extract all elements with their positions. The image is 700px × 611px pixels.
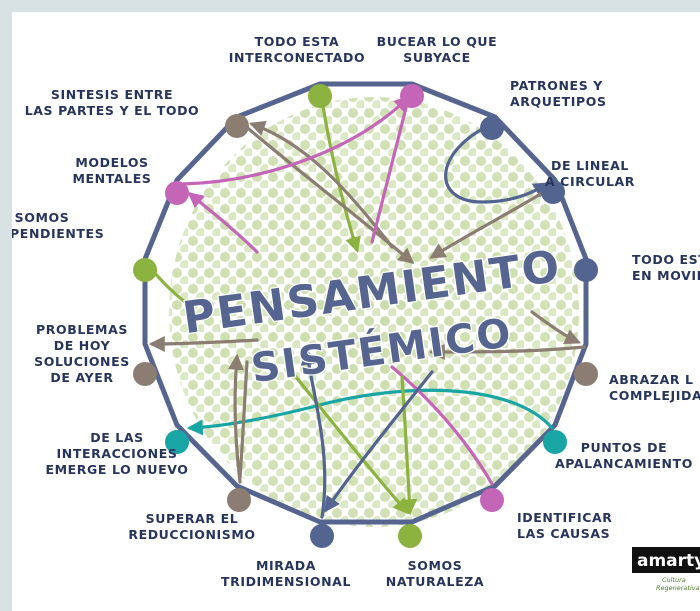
- arrow-lineal-loop: [444, 122, 550, 204]
- label-line: REDUCCIONISMO: [128, 527, 255, 542]
- node-identificar-las-causas: [480, 488, 504, 512]
- label-line: SOLUCIONES: [34, 354, 130, 369]
- dotted-background: [169, 97, 579, 527]
- arrow-center-to-reduccionismo: [238, 360, 249, 480]
- label-line: SOMOS: [15, 210, 70, 225]
- label-line: SINTESIS ENTRE: [51, 87, 173, 102]
- label-line: BUCEAR LO QUE: [377, 34, 498, 49]
- arrow-lineal-to-center: [429, 185, 554, 259]
- arrow-center-to-sintesis: [248, 120, 394, 249]
- label-line: MENTALES: [73, 171, 152, 186]
- node-modelos-mentales: [165, 181, 189, 205]
- connection-arrows: [145, 86, 586, 519]
- node-bucear-lo-que-subyace: [400, 84, 424, 108]
- label-line: ARQUETIPOS: [510, 94, 607, 109]
- label-line: RDEPENDIENTES: [12, 226, 104, 241]
- node-de-las-interacciones: [165, 430, 189, 454]
- arrow-bucear-to-center: [370, 90, 412, 244]
- label-line: DE LAS: [90, 430, 144, 445]
- sixteen-sided-polygon: [142, 81, 589, 525]
- label-line: TRIDIMENSIONAL: [221, 574, 351, 589]
- node-superar-el-reduccionismo: [227, 488, 251, 512]
- node-de-lineal-a-circular: [541, 180, 565, 204]
- label-line: DE LINEAL: [551, 158, 629, 173]
- node-problemas-de-hoy: [133, 362, 157, 386]
- node-todo-esta-en-movimiento: [574, 258, 598, 282]
- label-line: LAS PARTES Y EL TODO: [25, 103, 200, 118]
- arrow-interconectado-to-center: [318, 86, 361, 254]
- node-patrones-y-arquetipos: [480, 116, 504, 140]
- label-line: IDENTIFICAR: [517, 510, 612, 525]
- arrow-center-to-problemas: [148, 335, 259, 352]
- arrow-center-to-complejidad: [530, 310, 581, 344]
- node-todo-esta-interconectado: [308, 84, 332, 108]
- logo-text: amarty: [637, 551, 700, 571]
- node-mirada-tridimensional: [310, 524, 334, 548]
- label-line: EMERGE LO NUEVO: [45, 462, 188, 477]
- label-line: INTERCONECTADO: [229, 50, 365, 65]
- arrow-center-to-modelos: [187, 191, 259, 254]
- label-line: LAS CAUSAS: [517, 526, 610, 541]
- logo-sub-1: Cultura: [662, 576, 686, 584]
- arrow-modelos-to-bucear: [180, 95, 411, 186]
- logo-sub-2: Regenerativa: [656, 584, 700, 592]
- node-somos-naturaleza: [398, 524, 422, 548]
- label-line: NATURALEZA: [386, 574, 484, 589]
- label-line: DE AYER: [50, 370, 113, 385]
- label-line: SUBYACE: [403, 50, 470, 65]
- label-line: DE HOY: [54, 338, 111, 353]
- arrow-center-to-naturaleza: [290, 370, 410, 515]
- label-line: ABRAZAR L: [609, 372, 694, 387]
- arrow-reduccionismo-to-center: [227, 353, 244, 484]
- nodes: [133, 84, 598, 548]
- label-line: A CIRCULAR: [545, 174, 635, 189]
- logo-background: [632, 547, 700, 573]
- label-line: EN MOVIMIE: [632, 268, 700, 283]
- label-line: SUPERAR EL: [146, 511, 239, 526]
- label-line: MIRADA: [256, 558, 316, 573]
- arrow-complejidad-to-center: [428, 343, 586, 360]
- label-line: COMPLEJIDA: [609, 388, 700, 403]
- label-line: PROBLEMAS: [36, 322, 128, 337]
- label-line: INTERACCIONES: [57, 446, 178, 461]
- label-somos-interdependientes: SOMOSRDEPENDIENTES: [12, 210, 104, 241]
- node-abrazar-la-complejidad: [574, 362, 598, 386]
- label-line: MODELOS: [75, 155, 148, 170]
- arrow-center-to-mirada: [324, 370, 434, 513]
- label-line: APALANCAMIENTO: [555, 456, 693, 471]
- label-line: PUNTOS DE: [581, 440, 668, 455]
- node-somos-interdependientes: [133, 258, 157, 282]
- node-sintesis-entre-las-partes: [225, 114, 249, 138]
- node-puntos-de-apalancamiento: [543, 430, 567, 454]
- label-line: SOMOS: [408, 558, 463, 573]
- arrow-mirada-to-center: [300, 348, 327, 519]
- amarty-logo: amarty Cultura Regenerativa: [632, 547, 700, 592]
- label-line: PATRONES Y: [510, 78, 603, 93]
- arrow-center-to-naturaleza-2: [400, 375, 418, 516]
- arrow-apalancamiento-to-interacciones: [186, 388, 554, 436]
- label-line: TODO ESTA: [255, 34, 340, 49]
- label-line: TODO EST: [632, 252, 700, 267]
